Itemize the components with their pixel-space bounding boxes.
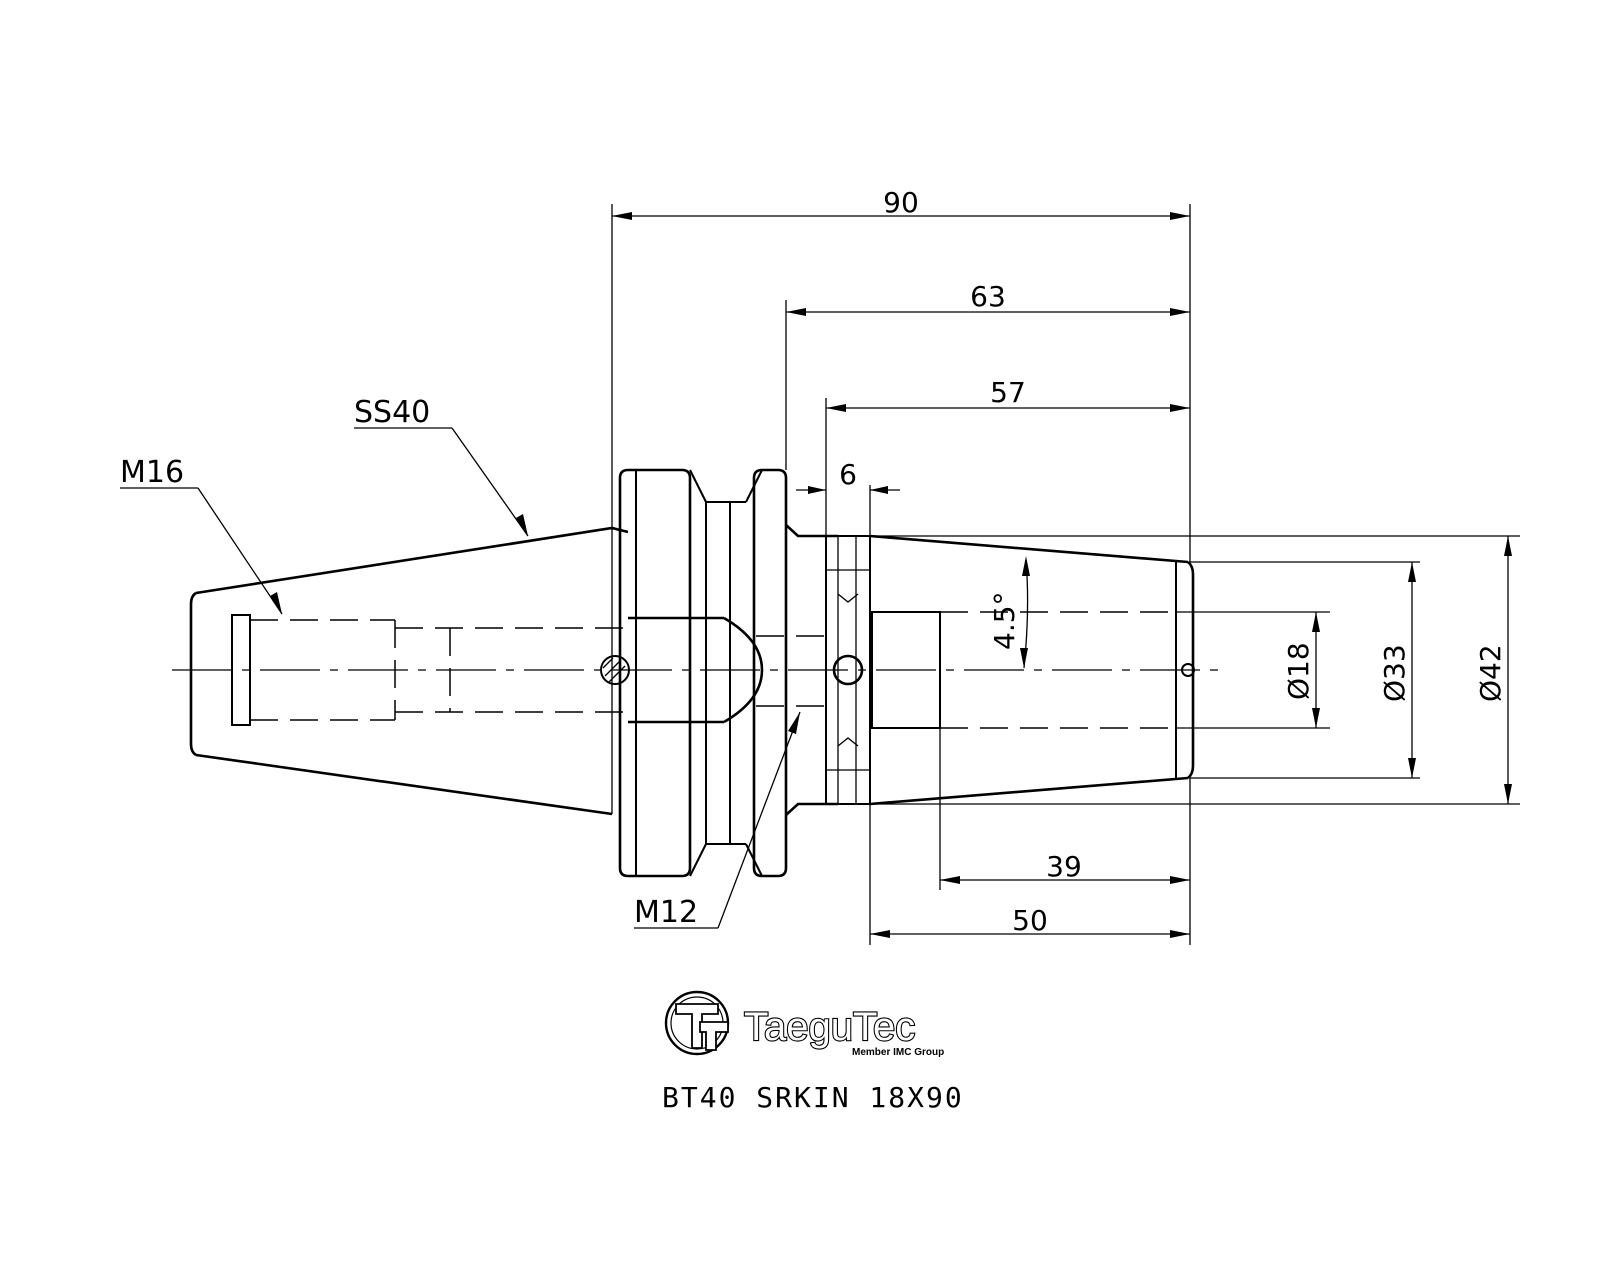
dim-6-label: 6 xyxy=(839,458,857,491)
logo-tagline: Member IMC Group xyxy=(852,1047,944,1058)
shrink-nose xyxy=(869,534,1195,806)
dim-18: Ø18 xyxy=(1282,612,1320,728)
dim-63-label: 63 xyxy=(970,280,1006,313)
callout-m12: M12 xyxy=(634,711,801,930)
part-title: BT40 SRKIN 18X90 xyxy=(662,1081,964,1114)
hidden-bore xyxy=(250,611,1176,729)
radial-hole xyxy=(832,654,864,686)
callout-m16: M16 xyxy=(120,455,283,615)
dim-39: 39 xyxy=(940,850,1190,884)
taper-shank xyxy=(189,526,629,816)
callout-m16-label: M16 xyxy=(120,455,184,490)
extension-lines xyxy=(611,204,1520,945)
dim-57: 57 xyxy=(826,376,1190,412)
taegutec-logo: TaeguTec Member IMC Group xyxy=(664,990,944,1058)
dim-50: 50 xyxy=(870,904,1190,938)
dim-18-label: Ø18 xyxy=(1282,642,1315,700)
dim-50-label: 50 xyxy=(1012,904,1048,937)
dim-42: Ø42 xyxy=(1474,536,1512,804)
flange xyxy=(618,468,788,878)
dim-57-label: 57 xyxy=(990,376,1026,409)
dim-angle: 4.5° xyxy=(988,556,1030,669)
dim-42-label: Ø42 xyxy=(1474,644,1507,702)
collar xyxy=(785,524,871,816)
dim-90: 90 xyxy=(612,186,1190,220)
dim-33-label: Ø33 xyxy=(1378,644,1411,702)
dim-90-label: 90 xyxy=(883,186,919,219)
callout-m12-label: M12 xyxy=(634,895,698,930)
dim-6: 6 xyxy=(796,458,900,494)
callout-ss40: SS40 xyxy=(354,395,529,537)
side-hole xyxy=(600,655,630,685)
dim-39-label: 39 xyxy=(1046,850,1082,883)
dim-63: 63 xyxy=(786,280,1190,316)
dim-33: Ø33 xyxy=(1378,562,1416,778)
center-bore xyxy=(600,616,764,724)
dim-angle-label: 4.5° xyxy=(988,591,1021,650)
callout-ss40-label: SS40 xyxy=(354,395,430,430)
logo-brand: TaeguTec xyxy=(744,1005,915,1049)
